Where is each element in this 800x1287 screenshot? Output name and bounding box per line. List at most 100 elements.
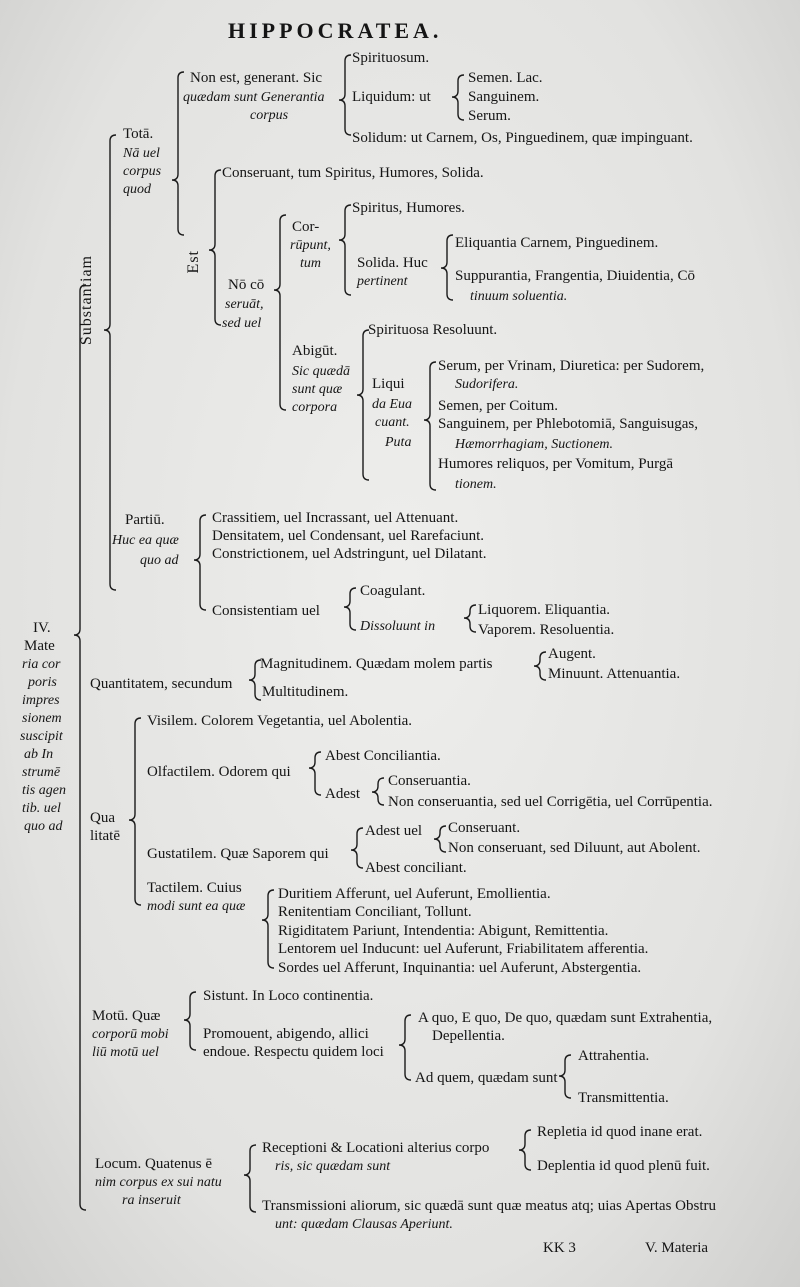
outline-entry: Liqui	[372, 376, 405, 392]
curly-brace	[518, 1129, 532, 1171]
outline-entry: Serum.	[468, 108, 511, 124]
curly-brace	[338, 204, 352, 296]
outline-entry: Coagulant.	[360, 583, 426, 599]
outline-entry: modi sunt ea quæ	[147, 899, 246, 914]
outline-entry: Substantiam	[78, 255, 95, 346]
outline-entry: sionem	[22, 711, 62, 726]
outline-entry: Tactilem. Cuius	[147, 880, 242, 896]
outline-entry: sed uel	[222, 316, 262, 331]
outline-entry: Liquorem. Eliquantia.	[478, 602, 611, 618]
outline-entry: cuant.	[375, 415, 410, 430]
curly-brace	[558, 1054, 572, 1099]
curly-brace	[398, 1014, 412, 1081]
outline-entry: Vaporem. Resoluentia.	[478, 622, 615, 638]
outline-entry: Ad quem, quædam sunt	[415, 1070, 558, 1086]
outline-entry: Constrictionem, uel Adstringunt, uel Dil…	[212, 546, 487, 562]
outline-entry: Suppurantia, Frangentia, Diuidentia, Cō	[455, 268, 695, 284]
curly-brace	[463, 604, 477, 633]
curly-brace	[208, 169, 222, 326]
outline-entry: Magnitudinem. Quædam molem partis	[260, 656, 493, 672]
curly-brace	[248, 659, 262, 701]
outline-entry: ab In	[24, 747, 54, 762]
outline-entry: Deplentia id quod plenū fuit.	[537, 1158, 710, 1174]
outline-entry: Sic quædā	[292, 364, 350, 379]
outline-entry: Consistentiam uel	[212, 603, 320, 619]
outline-entry: Sudorifera.	[455, 377, 519, 392]
outline-entry: Minuunt. Attenuantia.	[548, 666, 681, 682]
curly-brace	[243, 1144, 257, 1213]
outline-entry: Promouent, abigendo, allici	[203, 1026, 369, 1042]
outline-entry: Gustatilem. Quæ Saporem qui	[147, 846, 329, 862]
outline-entry: unt: quædam Clausas Aperiunt.	[275, 1217, 453, 1232]
outline-entry: IV.	[33, 620, 51, 636]
outline-entry: Eliquantia Carnem, Pinguedinem.	[455, 235, 659, 251]
outline-entry: sunt quæ	[292, 382, 343, 397]
curly-brace	[338, 54, 352, 136]
curly-brace	[183, 991, 197, 1051]
outline-entry: Augent.	[548, 646, 596, 662]
curly-brace	[128, 717, 142, 906]
outline-entry: Sanguinem, per Phlebotomiā, Sanguisugas,	[438, 416, 698, 432]
outline-entry: tib. uel	[22, 801, 61, 816]
outline-entry: Abest conciliant.	[365, 860, 467, 876]
outline-entry: Qua	[90, 810, 115, 826]
outline-entry: corpora	[292, 400, 338, 415]
curly-brace	[356, 329, 370, 481]
outline-entry: Abest Conciliantia.	[325, 748, 441, 764]
outline-entry: Serum, per Vrinam, Diuretica: per Sudore…	[438, 358, 705, 374]
curly-brace	[308, 751, 322, 796]
outline-entry: Solidum: ut Carnem, Os, Pinguedinem, quæ…	[352, 130, 693, 146]
curly-brace	[261, 889, 275, 969]
outline-entry: Huc ea quæ	[112, 533, 179, 548]
outline-entry: Rigiditatem Pariunt, Intendentia: Abigun…	[278, 923, 609, 939]
outline-entry: Conseruant.	[448, 820, 521, 836]
outline-entry: rūpunt,	[290, 238, 331, 253]
outline-entry: seruāt,	[225, 297, 264, 312]
outline-entry: Repletia id quod inane erat.	[537, 1124, 703, 1140]
outline-entry: Olfactilem. Odorem qui	[147, 764, 291, 780]
outline-entry: Liquidum: ut	[352, 89, 431, 105]
outline-entry: Multitudinem.	[262, 684, 349, 700]
outline-entry: Spiritus, Humores.	[352, 200, 465, 216]
outline-entry: tinuum soluentia.	[470, 289, 568, 304]
outline-entry: Mate	[24, 638, 55, 654]
signature-mark: KK 3	[543, 1240, 576, 1256]
outline-entry: Hæmorrhagiam, Suctionem.	[455, 437, 614, 452]
outline-entry: Densitatem, uel Condensant, uel Rarefaci…	[212, 528, 484, 544]
outline-entry: Spirituosum.	[352, 50, 430, 66]
outline-entry: Motū. Quæ	[92, 1008, 161, 1024]
outline-entry: corpus	[123, 164, 162, 179]
outline-entry: Renitentiam Conciliant, Tollunt.	[278, 904, 472, 920]
outline-entry: tum	[300, 256, 321, 271]
outline-entry: quo ad	[24, 819, 63, 834]
curly-brace	[343, 587, 357, 631]
curly-brace	[371, 777, 385, 806]
outline-entry: A quo, E quo, De quo, quædam sunt Extrah…	[418, 1010, 713, 1026]
outline-entry: Nō cō	[228, 277, 265, 293]
outline-entry: Totā.	[123, 126, 154, 142]
curly-brace	[171, 71, 185, 236]
curly-brace	[350, 827, 364, 869]
outline-entry: Receptioni & Locationi alterius corpo	[262, 1140, 490, 1156]
catchword: V. Materia	[645, 1240, 709, 1256]
outline-entry: Semen, per Coitum.	[438, 398, 558, 414]
outline-entry: corpus	[250, 108, 289, 123]
outline-entry: quo ad	[140, 553, 179, 568]
outline-entry: Depellentia.	[432, 1028, 505, 1044]
outline-entry: Conseruantia.	[388, 773, 471, 789]
outline-entry: Transmissioni aliorum, sic quædā sunt qu…	[262, 1198, 717, 1214]
outline-entry: Conseruant, tum Spiritus, Humores, Solid…	[222, 165, 484, 181]
outline-entry: Non est, generant. Sic	[190, 70, 323, 86]
curly-brace	[103, 134, 117, 591]
outline-entry: Sordes uel Afferunt, Inquinantia: uel Au…	[278, 960, 642, 976]
outline-entry: litatē	[90, 828, 120, 844]
outline-entry: Lentorem uel Inducunt: uel Auferunt, Fri…	[278, 941, 649, 957]
outline-entry: Humores reliquos, per Vomitum, Purgā	[438, 456, 673, 472]
outline-entry: Transmittentia.	[578, 1090, 669, 1106]
curly-brace	[533, 651, 547, 681]
outline-entry: Nā uel	[123, 146, 160, 161]
outline-entry: quædam sunt Generantia	[183, 90, 325, 105]
outline-entry: liū motū uel	[92, 1045, 159, 1060]
